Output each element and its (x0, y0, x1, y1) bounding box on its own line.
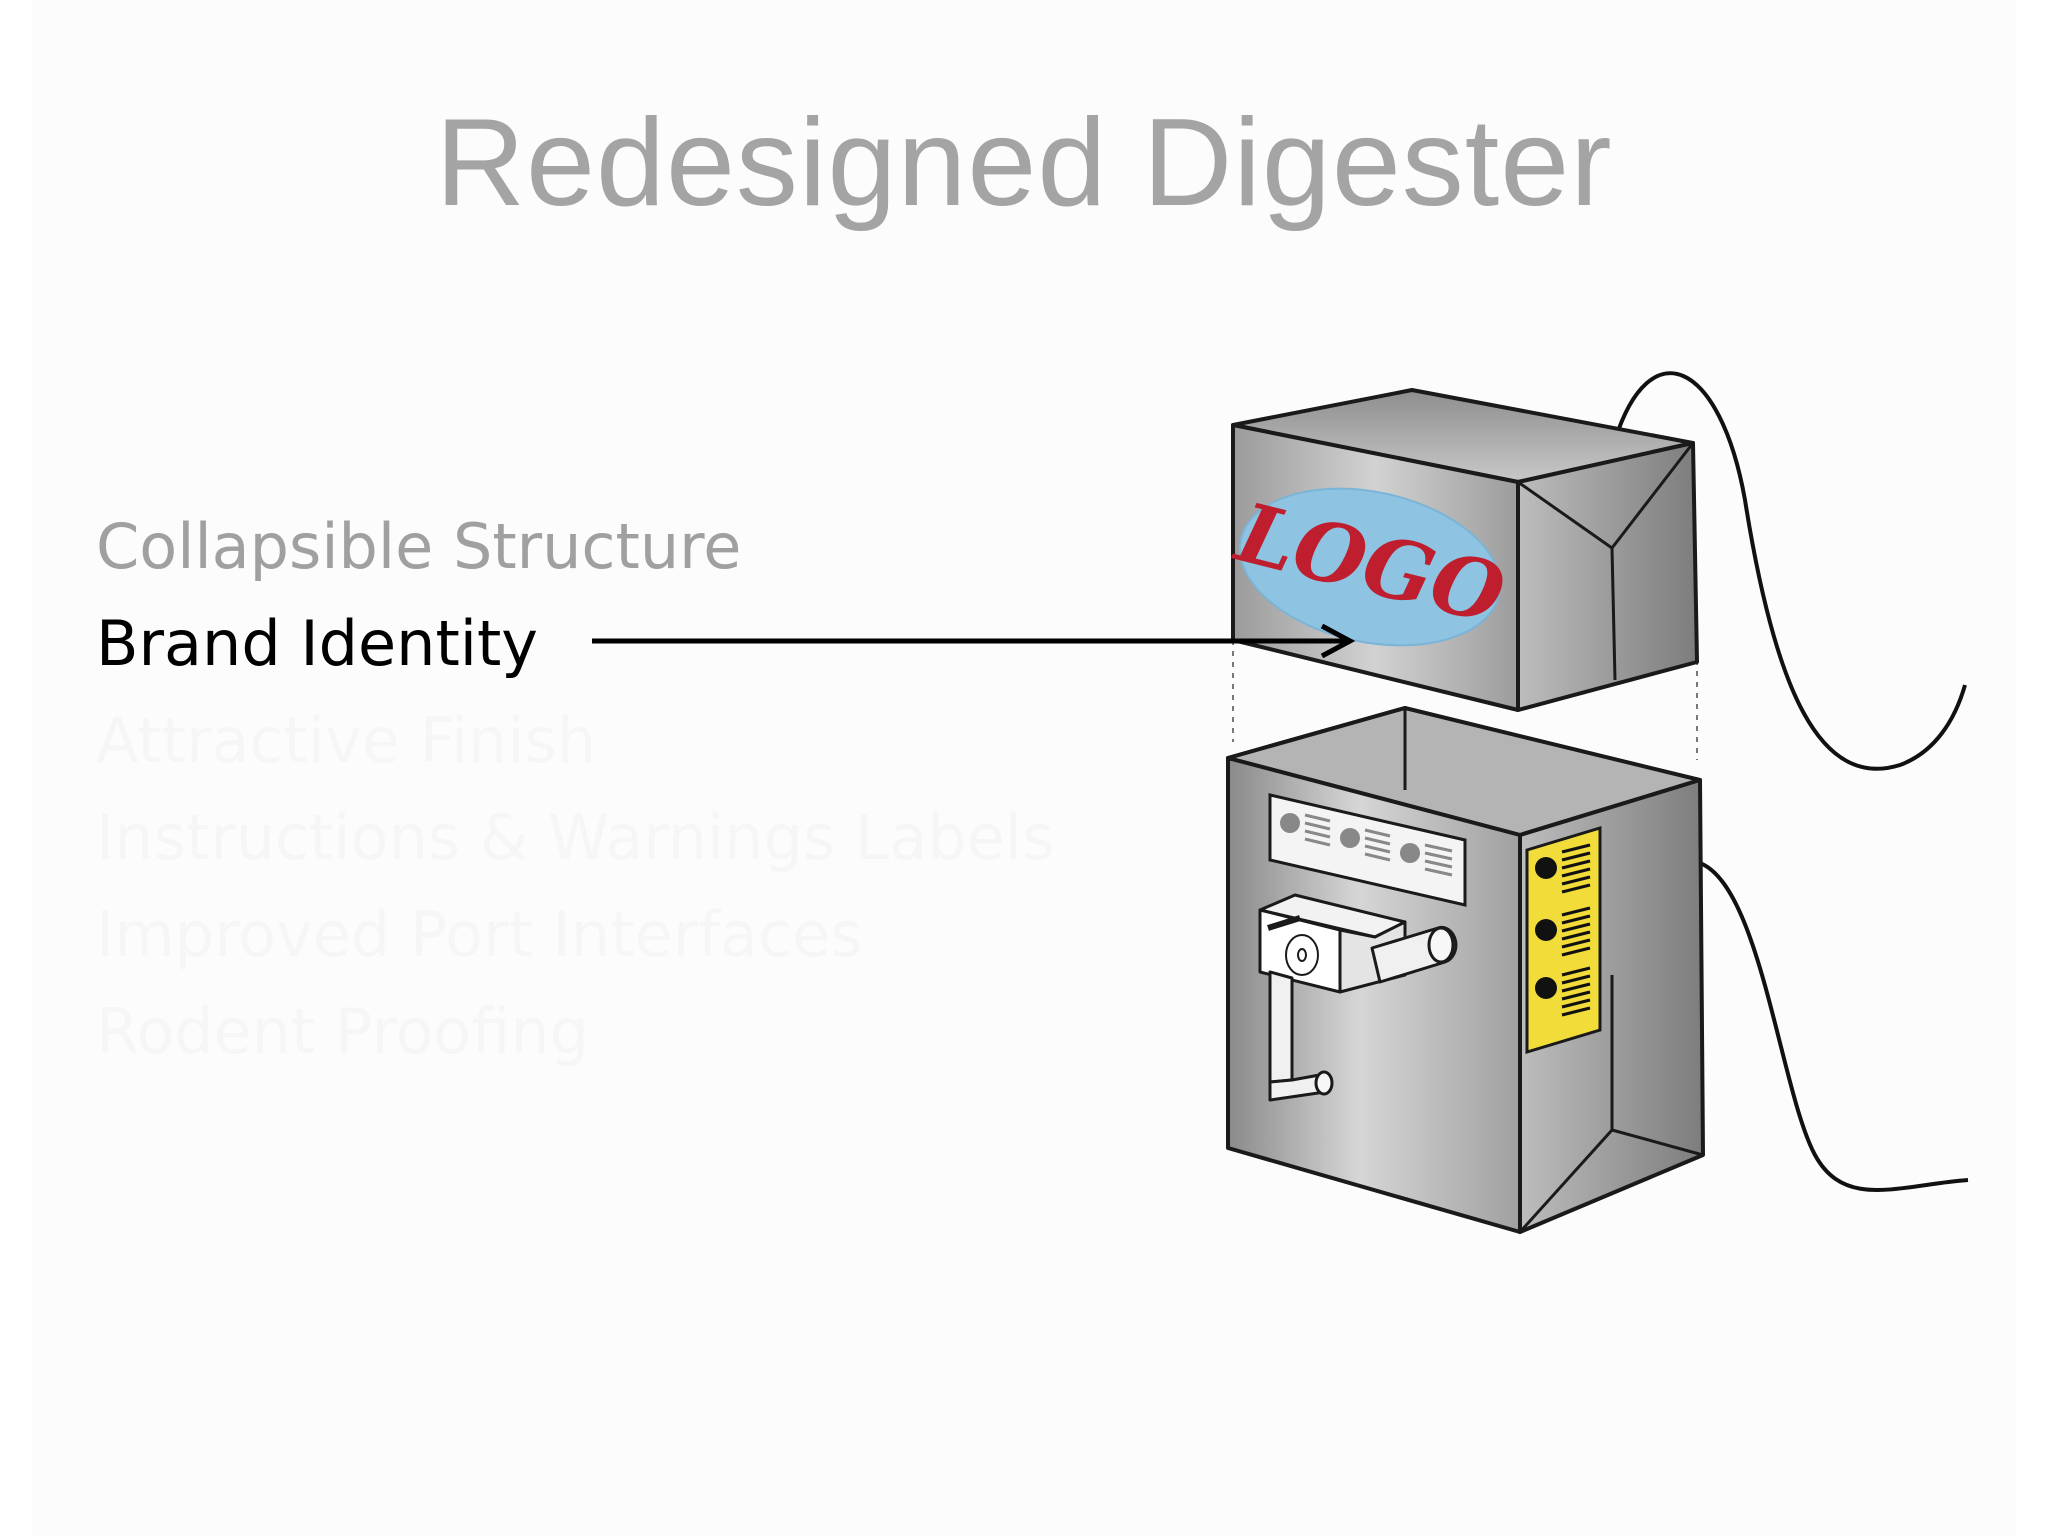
slide-background (32, 0, 2016, 1536)
inlet-port-assembly (1258, 893, 1458, 1102)
bullet-instructions-labels: Instructions & Warnings Labels (96, 801, 1055, 874)
bullet-attractive-finish: Attractive Finish (96, 704, 597, 777)
bullet-list: Collapsible Structure Brand Identity Att… (96, 498, 1054, 1080)
bullet-brand-identity: Brand Identity (96, 607, 538, 680)
lid-side-face (1516, 441, 1699, 712)
brand-identity-arrow (592, 623, 1356, 659)
bullet-port-interfaces: Improved Port Interfaces (96, 898, 863, 971)
bullet-collapsible-structure: Collapsible Structure (96, 510, 742, 583)
slide-title: Redesigned Digester (435, 94, 1613, 232)
bullet-rodent-proofing: Rodent Proofing (96, 995, 590, 1068)
power-cord-top (1613, 371, 1967, 771)
warning-label-panel (1525, 825, 1602, 1055)
power-cord-bottom (1696, 860, 1969, 1192)
control-panel (1268, 793, 1467, 907)
